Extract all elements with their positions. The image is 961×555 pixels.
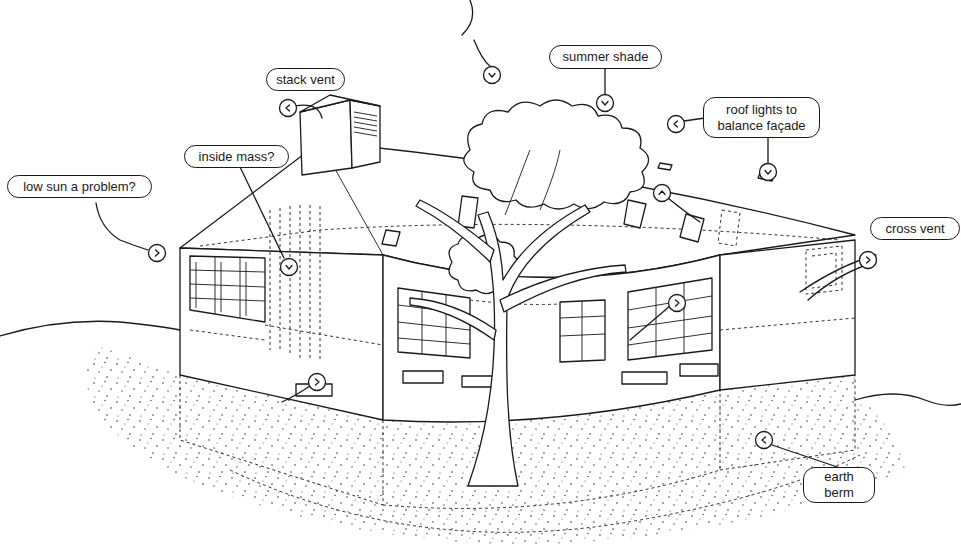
floor-dashed bbox=[720, 318, 855, 330]
callout-box: summer shade bbox=[549, 45, 662, 69]
berm-dashed bbox=[230, 455, 860, 532]
center-facade bbox=[383, 255, 720, 422]
callout-box: cross vent bbox=[870, 217, 960, 240]
left-window bbox=[190, 256, 265, 322]
callout-text: earth berm bbox=[809, 469, 869, 501]
callout-text: low sun a problem? bbox=[23, 179, 136, 195]
low-vents bbox=[403, 364, 718, 387]
left-wall bbox=[180, 248, 383, 420]
callout-box: low sun a problem? bbox=[7, 175, 152, 198]
callout-text: stack vent bbox=[276, 72, 335, 88]
facade-windows bbox=[398, 278, 712, 362]
callout-markers bbox=[149, 67, 877, 449]
tree bbox=[410, 100, 649, 486]
callout-box: stack vent bbox=[266, 68, 345, 91]
ground-line bbox=[855, 394, 961, 405]
callout-text: cross vent bbox=[885, 221, 944, 237]
callout-box: earth berm bbox=[803, 467, 875, 503]
inside-mass-wall bbox=[270, 205, 320, 362]
callout-box: roof lights to balance façade bbox=[703, 97, 820, 138]
ground-line bbox=[0, 321, 180, 336]
ceiling-dashed bbox=[200, 224, 840, 246]
callout-leaders bbox=[96, 0, 876, 478]
callout-text: inside mass? bbox=[199, 149, 275, 165]
right-wall bbox=[720, 240, 855, 390]
callout-text: summer shade bbox=[563, 49, 649, 65]
callout-text: roof lights to balance façade bbox=[709, 102, 814, 134]
callout-box: inside mass? bbox=[184, 145, 289, 168]
floor-dashed bbox=[190, 325, 383, 345]
